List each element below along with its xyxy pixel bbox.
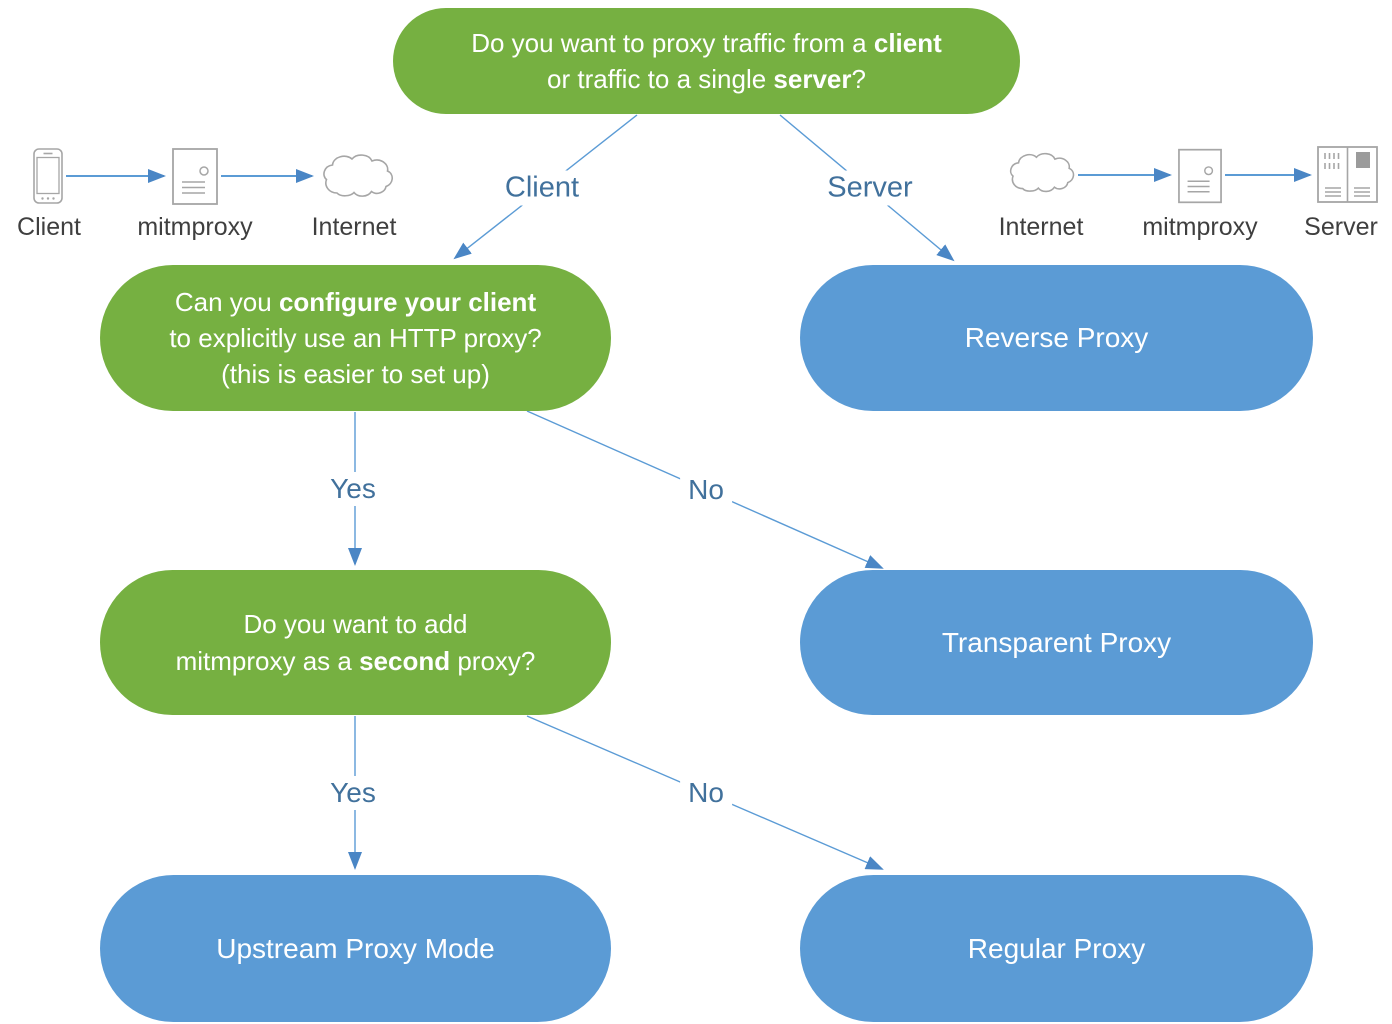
mini-left-label-mitmproxy: mitmproxy <box>137 213 253 241</box>
mini-left-label-client: Client <box>17 213 81 241</box>
mini-right-label-mitmproxy: mitmproxy <box>1142 213 1258 241</box>
result-regular-proxy: Regular Proxy <box>800 875 1313 1022</box>
smartphone-icon <box>33 148 63 204</box>
mini-right-label-server: Server <box>1304 213 1378 241</box>
server-icon <box>1178 148 1222 204</box>
result-regular-proxy-label: Regular Proxy <box>967 932 1146 964</box>
mini-left-label-internet: Internet <box>311 213 397 241</box>
edge-label-client: Client <box>496 170 588 206</box>
result-upstream-proxy-mode-label: Upstream Proxy Mode <box>216 932 495 964</box>
question-top: Do you want to proxy traffic from a clie… <box>393 8 1020 114</box>
edge-label-no-1: No <box>680 473 732 507</box>
result-transparent-proxy: Transparent Proxy <box>800 570 1313 715</box>
server-icon <box>172 148 218 205</box>
result-transparent-proxy-label: Transparent Proxy <box>941 626 1172 658</box>
edge-label-server: Server <box>819 170 921 206</box>
result-reverse-proxy: Reverse Proxy <box>800 265 1313 411</box>
question-top-text: Do you want to proxy traffic from a clie… <box>471 28 942 94</box>
mini-right-label-internet: Internet <box>998 213 1084 241</box>
edge-label-no-2: No <box>680 776 732 810</box>
rack-icon <box>1317 146 1378 203</box>
edge-label-yes-2: Yes <box>322 776 384 810</box>
result-reverse-proxy-label: Reverse Proxy <box>964 322 1149 353</box>
cloud-icon <box>323 154 393 197</box>
cloud-icon <box>1009 152 1075 193</box>
edge-label-yes-1: Yes <box>322 472 384 506</box>
result-upstream-proxy-mode: Upstream Proxy Mode <box>100 875 611 1022</box>
